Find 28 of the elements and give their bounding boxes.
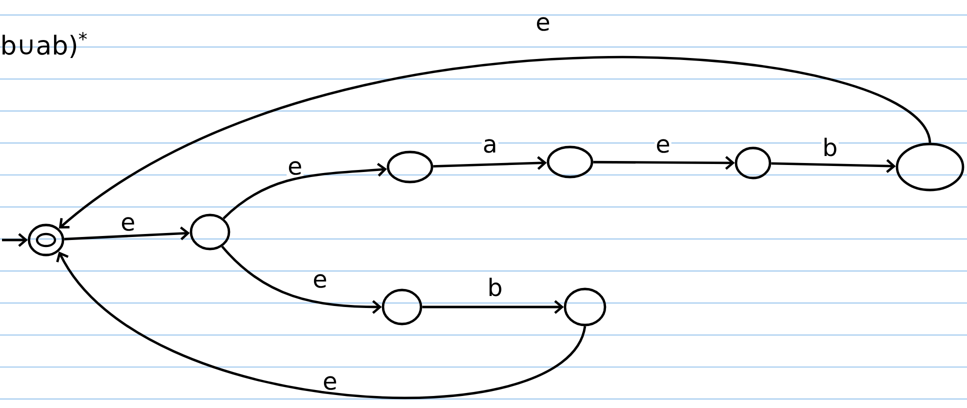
edge-label: e	[120, 216, 136, 232]
edge-label: e	[534, 16, 552, 32]
state-circle	[546, 146, 594, 178]
edge-label: e	[286, 160, 304, 176]
state-circle	[386, 150, 434, 184]
edge-label: b	[821, 136, 839, 158]
state-circle	[564, 288, 606, 326]
start-state-circle	[28, 224, 64, 256]
state-circle	[190, 214, 230, 250]
state-circle	[896, 142, 964, 192]
edge-label: e	[654, 138, 672, 154]
arrow	[433, 156, 547, 170]
state-circle	[734, 146, 772, 180]
edge-label: a	[482, 138, 498, 154]
arrow	[771, 159, 896, 173]
edge-label: b	[486, 276, 504, 298]
arrow	[56, 251, 586, 400]
arrow	[422, 300, 564, 314]
edge-label: e	[322, 375, 338, 391]
edge-label: e	[312, 273, 328, 289]
arrow	[222, 162, 387, 220]
arrow	[64, 226, 190, 240]
arrow	[593, 156, 735, 170]
arrow	[2, 233, 28, 247]
arrow	[221, 246, 382, 314]
arrow	[58, 56, 932, 229]
expression-label: b∪ab)$^{*}$	[2, 32, 87, 58]
state-circle	[382, 288, 422, 326]
